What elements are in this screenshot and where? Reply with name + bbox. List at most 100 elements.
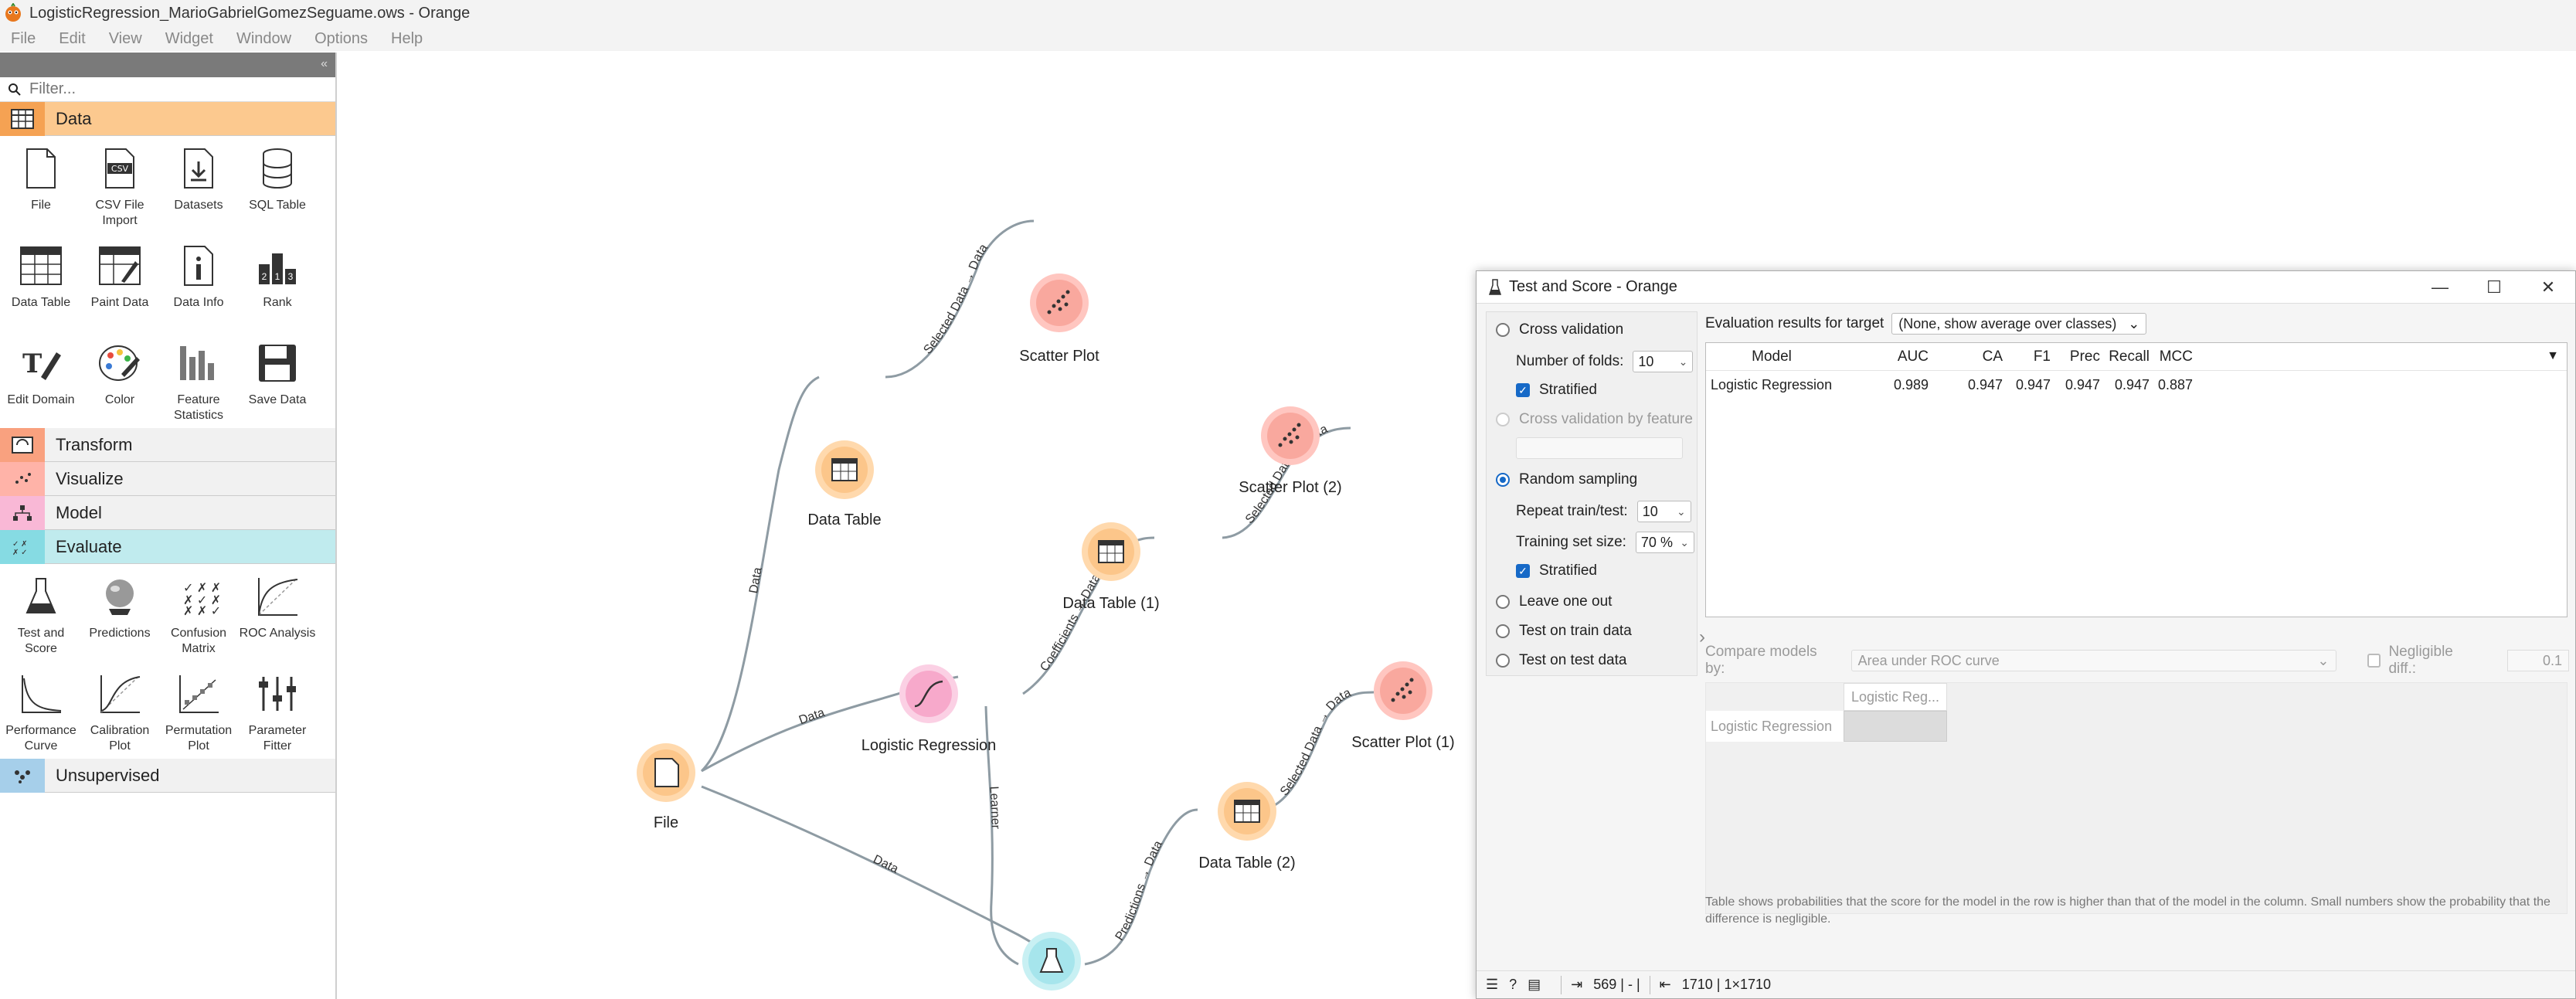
- menu-file[interactable]: File: [11, 29, 36, 47]
- cross-validation-radio[interactable]: [1496, 323, 1510, 337]
- category-transform[interactable]: Transform: [0, 427, 335, 462]
- training-size-select[interactable]: 70 %⌄: [1635, 532, 1694, 553]
- stratified-rs-checkbox[interactable]: ✓: [1516, 564, 1530, 578]
- roc-icon: [253, 572, 302, 621]
- hamburger-menu-icon[interactable]: ☰: [1486, 977, 1499, 992]
- save-icon: [253, 338, 302, 388]
- collapse-icon[interactable]: «: [321, 57, 328, 70]
- widget-predictions[interactable]: Predictions: [80, 564, 159, 661]
- negligible-diff-input[interactable]: 0.1: [2507, 650, 2569, 671]
- cv-by-feature-option[interactable]: Cross validation by feature: [1496, 411, 1693, 428]
- node-scatter-plot-2[interactable]: [1261, 406, 1320, 465]
- random-sampling-radio[interactable]: [1496, 473, 1510, 487]
- node-logistic-regression[interactable]: [899, 664, 958, 723]
- window-titlebar: LogisticRegression_MarioGabrielGomezSegu…: [0, 0, 2576, 26]
- close-button[interactable]: ✕: [2540, 277, 2556, 297]
- test-on-test-radio[interactable]: [1496, 654, 1510, 668]
- widget-datasets[interactable]: Datasets: [159, 136, 238, 233]
- compare-by-select[interactable]: Area under ROC curve⌄: [1850, 650, 2336, 671]
- header-recall[interactable]: Recall: [2109, 348, 2149, 365]
- repeat-select[interactable]: 10⌄: [1636, 501, 1691, 522]
- header-f1[interactable]: F1: [2033, 348, 2051, 365]
- maximize-button[interactable]: ☐: [2486, 277, 2502, 297]
- menu-widget[interactable]: Widget: [165, 29, 213, 47]
- menu-window[interactable]: Window: [236, 29, 292, 47]
- widget-calibration-plot[interactable]: Calibration Plot: [80, 661, 159, 759]
- paint-icon: [95, 241, 144, 291]
- widget-parameter-fitter[interactable]: Parameter Fitter: [238, 661, 317, 759]
- category-evaluate[interactable]: ✓ ✗✗ ✓ Evaluate: [0, 529, 335, 564]
- widget-save-data[interactable]: Save Data: [238, 331, 317, 428]
- widget-permutation-plot[interactable]: Permutation Plot: [159, 661, 238, 759]
- category-unsupervised[interactable]: Unsupervised: [0, 758, 335, 793]
- widget-csv-import[interactable]: CSV CSV File Import: [80, 136, 159, 233]
- cv-by-feature-radio[interactable]: [1496, 413, 1510, 426]
- chevron-down-icon: ⌄: [2128, 315, 2140, 331]
- widget-test-and-score[interactable]: Test and Score: [2, 564, 80, 661]
- header-ca[interactable]: CA: [1982, 348, 2003, 365]
- chevron-right-icon[interactable]: ›: [1699, 627, 1705, 647]
- feature-select[interactable]: [1516, 437, 1683, 459]
- calibration-icon: [95, 669, 144, 719]
- widget-confusion-matrix[interactable]: ✓ ✗ ✗✗ ✓ ✗✗ ✗ ✓ Confusion Matrix: [159, 564, 238, 661]
- minimize-button[interactable]: —: [2432, 277, 2449, 297]
- widget-sql-table[interactable]: SQL Table: [238, 136, 317, 233]
- stratified-rs-option[interactable]: ✓Stratified: [1516, 562, 1597, 579]
- menu-options[interactable]: Options: [314, 29, 369, 47]
- stratified-cv-checkbox[interactable]: ✓: [1516, 383, 1530, 397]
- node-data-table[interactable]: [815, 440, 874, 499]
- random-sampling-option[interactable]: Random sampling: [1496, 471, 1637, 488]
- header-prec[interactable]: Prec: [2069, 348, 2100, 365]
- header-mcc[interactable]: MCC: [2159, 348, 2193, 365]
- widget-file[interactable]: File: [2, 136, 80, 233]
- search-icon: [8, 83, 21, 96]
- category-model[interactable]: Model: [0, 495, 335, 530]
- node-data-table-1[interactable]: [1082, 522, 1140, 581]
- node-file[interactable]: [637, 743, 695, 802]
- category-visualize[interactable]: Visualize: [0, 461, 335, 496]
- header-auc[interactable]: AUC: [1897, 348, 1929, 365]
- number-of-folds-select[interactable]: 10⌄: [1633, 351, 1694, 372]
- chevron-down-icon: ⌄: [1676, 505, 1686, 518]
- menu-help[interactable]: Help: [391, 29, 423, 47]
- widget-color[interactable]: Color: [80, 331, 159, 428]
- widget-data-table[interactable]: Data Table: [2, 233, 80, 331]
- widget-performance-curve[interactable]: Performance Curve: [2, 661, 80, 759]
- node-scatter-plot-1[interactable]: [1374, 661, 1432, 720]
- negligible-diff-option[interactable]: Negligible diff.:: [2367, 644, 2485, 678]
- input-icon: ⇥: [1571, 977, 1583, 992]
- compare-row: Compare models by: Area under ROC curve⌄…: [1705, 644, 2569, 677]
- leave-one-out-option[interactable]: Leave one out: [1496, 593, 1612, 610]
- node-test-and-score[interactable]: [1022, 932, 1081, 991]
- column-menu-icon[interactable]: ▼: [2547, 349, 2559, 362]
- toolbox-dock-handle[interactable]: «: [0, 53, 335, 77]
- menu-view[interactable]: View: [108, 29, 142, 47]
- negligible-diff-checkbox[interactable]: [2367, 654, 2381, 668]
- cross-validation-option[interactable]: Cross validation: [1496, 321, 1623, 338]
- header-model[interactable]: Model: [1752, 348, 1792, 365]
- widget-feature-statistics[interactable]: Feature Statistics: [159, 331, 238, 428]
- svg-text:1: 1: [275, 271, 280, 282]
- widget-data-info[interactable]: Data Info: [159, 233, 238, 331]
- filter-input[interactable]: [29, 80, 323, 98]
- widget-paint-data[interactable]: Paint Data: [80, 233, 159, 331]
- test-on-train-option[interactable]: Test on train data: [1496, 623, 1632, 640]
- leave-one-out-radio[interactable]: [1496, 595, 1510, 609]
- node-data-table-2[interactable]: [1218, 782, 1276, 841]
- target-class-select[interactable]: (None, show average over classes)⌄: [1891, 313, 2147, 335]
- menu-edit[interactable]: Edit: [59, 29, 86, 47]
- widget-edit-domain[interactable]: T Edit Domain: [2, 331, 80, 428]
- table-row[interactable]: Logistic Regression 0.989 0.947 0.947 0.…: [1711, 376, 2193, 392]
- category-data[interactable]: Data: [0, 101, 335, 136]
- workflow-canvas[interactable]: Data Data Data Selected Data → Data Coef…: [338, 53, 2576, 999]
- test-on-test-option[interactable]: Test on test data: [1496, 652, 1626, 669]
- svg-text:2: 2: [262, 271, 267, 282]
- report-icon[interactable]: ▤: [1528, 977, 1541, 992]
- stratified-cv-option[interactable]: ✓Stratified: [1516, 382, 1597, 399]
- help-icon[interactable]: ?: [1509, 977, 1517, 992]
- node-scatter-plot[interactable]: [1030, 274, 1089, 332]
- widget-roc-analysis[interactable]: ROC Analysis: [238, 564, 317, 661]
- bars-icon: [174, 338, 223, 388]
- test-on-train-radio[interactable]: [1496, 624, 1510, 638]
